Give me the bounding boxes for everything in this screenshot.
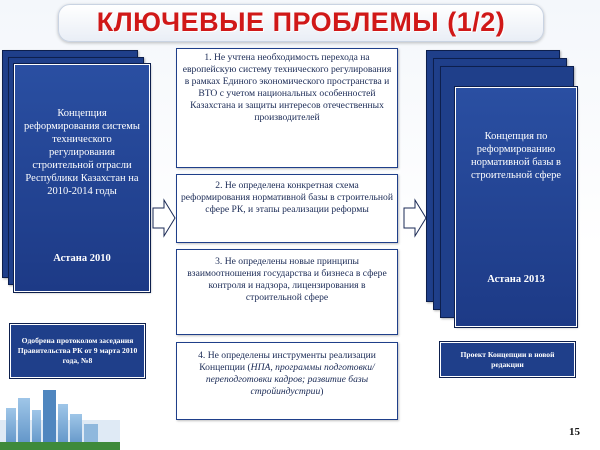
page-number: 15	[569, 426, 580, 438]
problem-box-1: 1. Не учтена необходимость перехода на е…	[176, 48, 398, 168]
left-concept-card: Концепция реформирования системы техниче…	[13, 63, 151, 293]
problem-box-4: 4. Не определены инструменты реализации …	[176, 342, 398, 420]
problem-text-4-start: 4. Не определены инструменты реализации …	[198, 350, 376, 373]
title-banner: КЛЮЧЕВЫЕ ПРОБЛЕМЫ (1/2)	[58, 4, 544, 42]
problem-box-3: 3. Не определены новые принципы взаимоот…	[176, 249, 398, 335]
problem-box-2: 2. Не определена конкретная схема реформ…	[176, 174, 398, 243]
right-concept-date: Астана 2013	[487, 274, 545, 285]
page-title: КЛЮЧЕВЫЕ ПРОБЛЕМЫ (1/2)	[96, 7, 506, 37]
problem-text-4-italic: НПА, программы подготовки/ переподготовк…	[205, 362, 375, 397]
left-concept-date: Астана 2010	[53, 253, 111, 264]
arrow-right-icon	[152, 198, 176, 238]
problem-text-2: 2. Не определена конкретная схема реформ…	[181, 180, 393, 215]
arrow-right-icon	[403, 198, 427, 238]
problem-text-3: 3. Не определены новые принципы взаимоот…	[187, 256, 387, 303]
city-skyline-icon	[0, 390, 120, 450]
right-draft-note: Проект Концепции в новой редакции	[439, 341, 576, 378]
right-concept-text: Концепция по реформированию нормативной …	[470, 131, 562, 181]
left-approval-note: Одобрена протоколом заседания Правительс…	[9, 323, 146, 379]
problem-text-4-end: )	[320, 386, 324, 397]
left-concept-text: Концепция реформирования системы техниче…	[23, 108, 140, 197]
problem-text-1: 1. Не учтена необходимость перехода на е…	[182, 52, 392, 123]
right-concept-card: Концепция по реформированию нормативной …	[454, 86, 578, 328]
